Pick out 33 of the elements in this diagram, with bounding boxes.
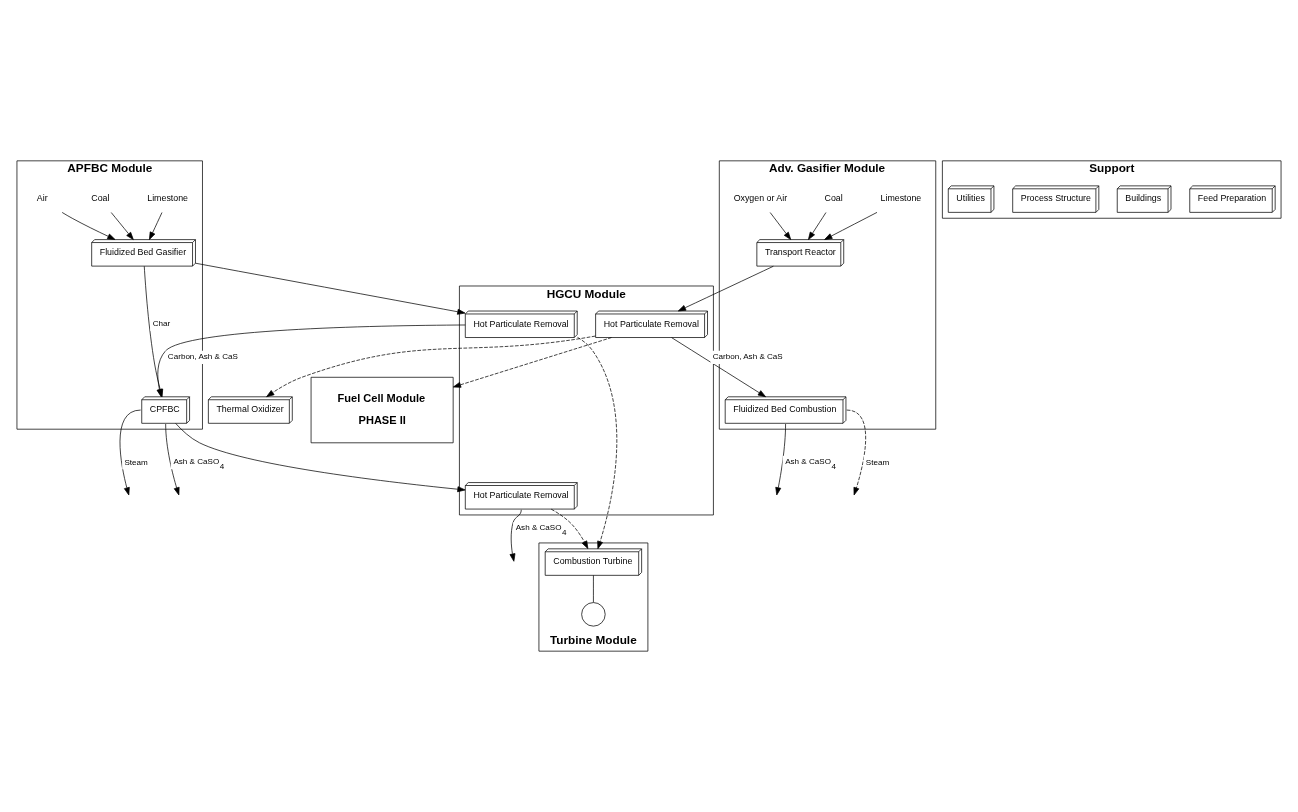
- arrow: [165, 423, 180, 496]
- arrow: [671, 337, 766, 398]
- edge-label: Carbon, Ash & CaS: [167, 352, 238, 362]
- edge-label: Steam: [124, 457, 148, 467]
- arrow: [808, 212, 827, 240]
- arrow: [175, 423, 466, 493]
- arrow: [266, 335, 596, 398]
- edge-label: Carbon, Ash & CaS: [712, 352, 783, 362]
- arrow: [677, 265, 774, 312]
- arrow: [824, 212, 878, 240]
- arrow: [775, 423, 786, 496]
- arrow: [110, 212, 134, 240]
- arrow: [509, 509, 522, 562]
- edge-label: Steam: [865, 457, 890, 467]
- node-text: Coal: [824, 193, 843, 204]
- arrow: [452, 337, 612, 388]
- arrow: [769, 212, 792, 240]
- node-box: Fuel Cell Module PHASE II: [310, 376, 454, 444]
- arrow: [550, 508, 589, 549]
- arrow: [195, 262, 466, 315]
- node-text: Limestone: [147, 193, 188, 204]
- node-text: Oxygen or Air: [733, 193, 788, 204]
- node-text: Limestone: [880, 193, 922, 204]
- arrow: [149, 212, 163, 240]
- node-text: Coal: [91, 193, 110, 204]
- arrow: [577, 337, 618, 550]
- node-text: Air: [36, 193, 48, 204]
- arrow: [119, 409, 141, 496]
- node-circle: [581, 602, 606, 627]
- arrow: [61, 212, 116, 240]
- edge-label: Char: [152, 319, 171, 329]
- connector: [593, 575, 594, 603]
- arrow: [846, 409, 866, 496]
